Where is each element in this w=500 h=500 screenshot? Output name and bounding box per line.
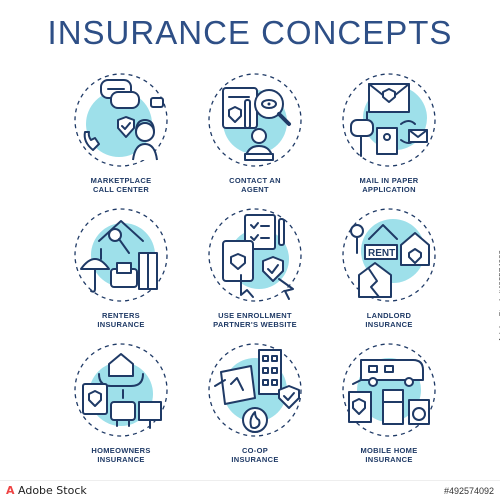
mail-icon — [342, 73, 436, 167]
concept-landlord-insurance: RENT LANDLORD INSURANCE — [323, 205, 455, 340]
concept-label: LANDLORD INSURANCE — [365, 311, 413, 329]
concept-label: MOBILE HOME INSURANCE — [360, 446, 418, 464]
adobe-logo-mark: A — [6, 484, 15, 497]
concept-use-enrollment-website: USE ENROLLMENT PARTNER'S WEBSITE — [189, 205, 321, 340]
coop-icon — [208, 343, 302, 437]
agent-icon — [208, 73, 302, 167]
concept-marketplace-call-center: MARKETPLACE CALL CENTER — [55, 70, 187, 205]
landlord-icon: RENT — [342, 208, 436, 302]
concept-renters-insurance: RENTERS INSURANCE — [55, 205, 187, 340]
concept-contact-agent: CONTACT AN AGENT — [189, 70, 321, 205]
stock-logo-label: Adobe Stock — [18, 484, 87, 497]
concept-label: MAIL IN PAPER APPLICATION — [359, 176, 419, 194]
concept-label: USE ENROLLMENT PARTNER'S WEBSITE — [213, 311, 297, 329]
concept-mail-in-paper-application: MAIL IN PAPER APPLICATION — [323, 70, 455, 205]
concept-co-op-insurance: CO-OP INSURANCE — [189, 340, 321, 490]
mobile-home-icon — [342, 343, 436, 437]
concept-mobile-home-insurance: MOBILE HOME INSURANCE — [323, 340, 455, 490]
concept-label: HOMEOWNERS INSURANCE — [91, 446, 151, 464]
homeowners-icon — [74, 343, 168, 437]
concept-grid: MARKETPLACE CALL CENTER CONTACT AN AGENT — [55, 70, 455, 490]
stock-footer: A Adobe Stock #492574092 — [0, 480, 500, 500]
page-title: INSURANCE CONCEPTS — [47, 14, 453, 51]
concept-homeowners-insurance: HOMEOWNERS INSURANCE — [55, 340, 187, 490]
stock-id-footer: #492574092 — [443, 485, 494, 496]
svg-text:RENT: RENT — [368, 248, 395, 259]
website-icon — [208, 208, 302, 302]
concept-label: MARKETPLACE CALL CENTER — [90, 176, 152, 194]
renters-icon — [74, 208, 168, 302]
concept-label: CO-OP INSURANCE — [231, 446, 279, 464]
call-center-icon — [74, 73, 168, 167]
stock-logo-icon: A Adobe Stock — [6, 484, 87, 497]
concept-label: CONTACT AN AGENT — [229, 176, 281, 194]
concept-label: RENTERS INSURANCE — [97, 311, 145, 329]
